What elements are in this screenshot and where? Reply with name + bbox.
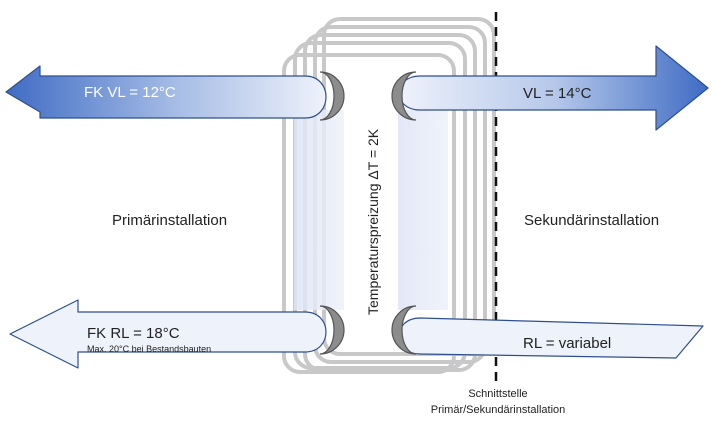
delta-t-label: Temperaturspreizung ΔT = 2K — [365, 128, 381, 315]
port-bottom-right — [391, 305, 417, 355]
primary-side-label: Primärinstallation — [112, 212, 227, 229]
interface-label-line1: Schnittstelle — [468, 388, 527, 400]
primary-channel — [294, 110, 344, 310]
return-primary-note: Max. 20°C bei Bestandsbauten — [87, 344, 211, 354]
supply-primary-label: FK VL = 12°C — [84, 84, 176, 101]
return-primary-arrow — [9, 299, 327, 369]
secondary-side-label: Sekundärinstallation — [524, 212, 659, 229]
port-bottom-left — [319, 305, 345, 355]
plate-1 — [282, 53, 456, 374]
secondary-channel — [398, 110, 448, 310]
supply-secondary-label: VL = 14°C — [523, 85, 592, 102]
port-top-left — [319, 71, 345, 121]
interface-label-line2: Primär/Sekundärinstallation — [431, 404, 566, 416]
ports — [319, 71, 417, 355]
supply-primary-arrow — [5, 65, 327, 119]
return-primary-label: FK RL = 18°C — [87, 325, 180, 342]
return-secondary-label: RL = variabel — [523, 335, 611, 352]
supply-secondary-arrow — [398, 45, 709, 131]
port-top-right — [391, 71, 417, 121]
